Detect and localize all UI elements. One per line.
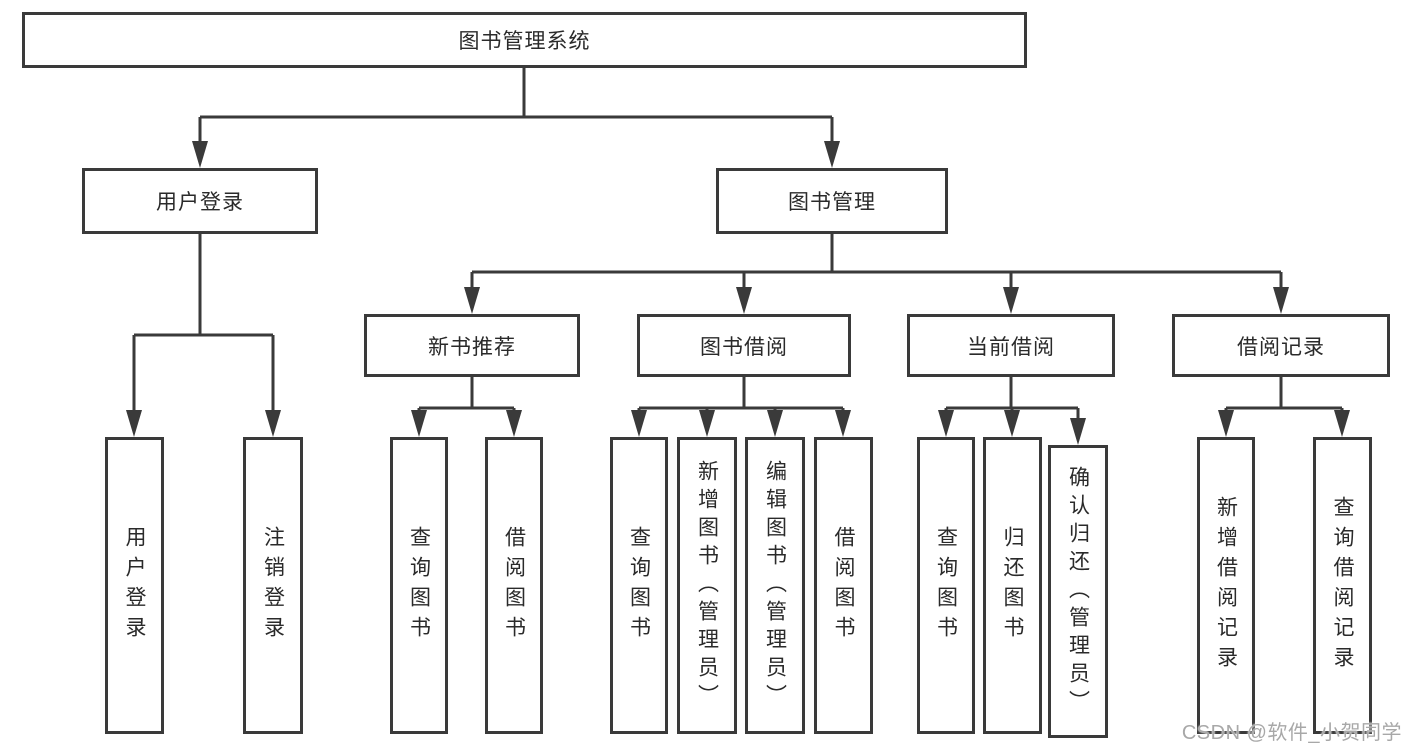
node-label: 借阅图书 — [502, 525, 526, 646]
node-label: 注销登录 — [261, 525, 285, 646]
node-book-borrowing: 图书借阅 — [637, 314, 851, 377]
node-label: 用户登录 — [156, 191, 244, 214]
leaf-confirm-return-admin: 确认归还（管理员） — [1048, 445, 1108, 738]
node-book-management: 图书管理 — [716, 168, 948, 234]
node-label: 图书管理 — [788, 191, 876, 214]
node-new-book-recommend: 新书推荐 — [364, 314, 580, 377]
node-label: 新书推荐 — [428, 335, 516, 359]
leaf-edit-books-admin: 编辑图书（管理员） — [745, 437, 805, 734]
node-borrowing-records: 借阅记录 — [1172, 314, 1390, 377]
node-user-login: 用户登录 — [82, 168, 318, 234]
leaf-query-books-borrowing: 查询图书 — [610, 437, 668, 734]
node-label: 编辑图书（管理员） — [763, 459, 787, 712]
node-label: 借阅记录 — [1237, 335, 1325, 359]
node-library-management-system: 图书管理系统 — [22, 12, 1027, 68]
csdn-watermark: CSDN @软件_小贺同学 — [1181, 722, 1402, 744]
leaf-return-books: 归还图书 — [983, 437, 1042, 734]
node-label: 确认归还（管理员） — [1066, 465, 1090, 718]
node-label: 借阅图书 — [832, 525, 855, 646]
leaf-add-books-admin: 新增图书（管理员） — [677, 437, 737, 734]
node-label: 查询图书 — [407, 525, 431, 646]
leaf-borrow-books: 借阅图书 — [814, 437, 873, 734]
node-label: 用户登录 — [123, 525, 146, 646]
node-label: 查询图书 — [934, 525, 958, 646]
node-label: 查询图书 — [627, 525, 651, 646]
node-label: 当前借阅 — [967, 335, 1055, 359]
leaf-logout: 注销登录 — [243, 437, 303, 734]
node-label: 查询借阅记录 — [1331, 495, 1354, 676]
node-label: 图书借阅 — [700, 335, 788, 359]
leaf-query-borrow-record: 查询借阅记录 — [1313, 437, 1372, 734]
leaf-borrow-books-recommend: 借阅图书 — [485, 437, 543, 734]
leaf-query-books-current: 查询图书 — [917, 437, 975, 734]
node-label: 图书管理系统 — [458, 30, 591, 53]
leaf-query-books-recommend: 查询图书 — [390, 437, 448, 734]
leaf-user-login: 用户登录 — [105, 437, 164, 734]
node-label: 新增借阅记录 — [1214, 495, 1238, 676]
node-label: 新增图书（管理员） — [695, 459, 719, 712]
leaf-add-borrow-record: 新增借阅记录 — [1197, 437, 1255, 734]
node-label: 归还图书 — [1001, 525, 1024, 646]
node-current-borrowing: 当前借阅 — [907, 314, 1115, 377]
